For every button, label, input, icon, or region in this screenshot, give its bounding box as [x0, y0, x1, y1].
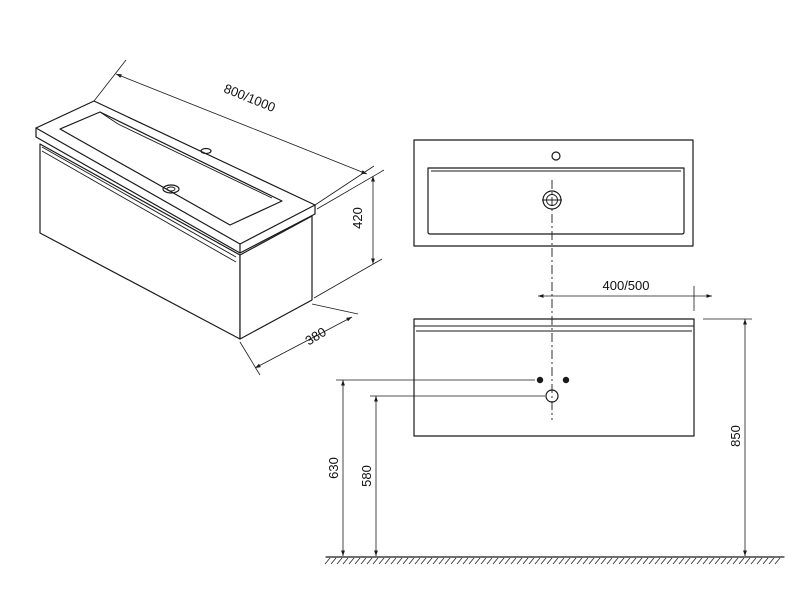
depth-label: 380	[302, 324, 328, 348]
drain-height-label: 580	[359, 465, 374, 487]
top-view-basin	[413, 139, 694, 247]
total-height-label: 850	[728, 425, 743, 447]
drain-iso	[162, 184, 180, 194]
width-label: 800/1000	[222, 81, 278, 115]
drain-pipe	[545, 389, 559, 403]
dimension-drain-height: 580	[359, 395, 545, 556]
drain-offset-label: 400/500	[603, 278, 650, 293]
dimension-inlet-height: 630	[326, 379, 535, 556]
drawer-handle-groove	[41, 146, 237, 263]
top-view-tap-hole	[551, 151, 561, 161]
floor-line	[324, 556, 785, 565]
cabinet-side	[239, 215, 313, 340]
dimension-total-height: 850	[703, 318, 752, 556]
dimension-cabinet-height: 420	[313, 169, 385, 299]
inlet-valve-right	[562, 376, 570, 384]
inlet-height-label: 630	[326, 457, 341, 479]
front-view-cabinet	[413, 318, 695, 437]
top-view-recess	[427, 167, 685, 235]
inlet-valve-left	[536, 376, 544, 384]
tap-hole	[200, 147, 212, 155]
dimension-drain-offset: 400/500	[538, 278, 712, 311]
cabinet-height-label: 420	[350, 207, 365, 229]
